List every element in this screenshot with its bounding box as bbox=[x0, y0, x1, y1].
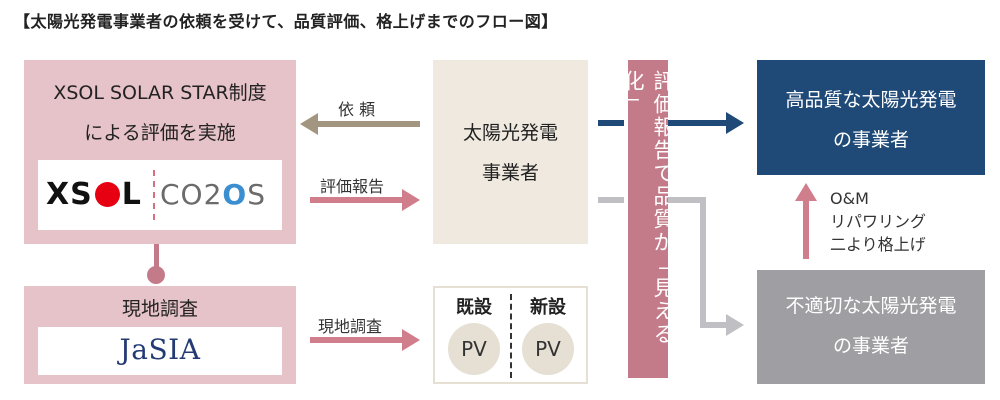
xsol-logo-sun-icon bbox=[94, 181, 120, 207]
low-quality-box bbox=[757, 270, 985, 384]
pv-existing-label: 既設 bbox=[456, 297, 492, 318]
connector-line bbox=[154, 244, 159, 274]
operator-line1: 太陽光発電 bbox=[462, 122, 558, 144]
upgrade-arrow bbox=[795, 183, 817, 259]
co2os-logo-text-a: CO2 bbox=[160, 177, 223, 211]
low-quality-arrow bbox=[700, 314, 744, 336]
low-quality-arrow-shaft bbox=[598, 197, 624, 203]
high-quality-box bbox=[757, 60, 985, 175]
co2os-logo: CO2 O S bbox=[160, 176, 266, 212]
xsol-evaluation-line2: による評価を実施 bbox=[84, 122, 236, 144]
low-quality-line2: の事業者 bbox=[832, 335, 909, 357]
pv-divider bbox=[510, 294, 512, 378]
survey-title: 現地調査 bbox=[121, 298, 198, 320]
high-quality-arrow bbox=[668, 112, 744, 134]
report-arrow bbox=[310, 189, 420, 211]
upgrade-line1: O&M bbox=[830, 189, 869, 208]
diagram-title: 【太陽光発電事業者の依頼を受けて、品質評価、格上げまでのフロー図】 bbox=[14, 12, 558, 31]
request-arrow bbox=[300, 113, 420, 135]
high-quality-line2: の事業者 bbox=[832, 129, 909, 151]
jasia-logo: JaSIA bbox=[119, 333, 201, 366]
connector-dot bbox=[147, 266, 165, 284]
operator-box bbox=[433, 60, 588, 244]
low-quality-arrow-shaft-h bbox=[668, 197, 706, 203]
high-quality-line1: 高品質な太陽光発電 bbox=[785, 89, 957, 111]
xsol-evaluation-line1: XSOL SOLAR STAR制度 bbox=[53, 82, 267, 104]
co2os-logo-text-b: O bbox=[222, 177, 248, 211]
logo-divider bbox=[153, 170, 155, 220]
pv-existing-circle: PV bbox=[448, 323, 500, 375]
high-quality-arrow-shaft bbox=[598, 120, 624, 126]
visualization-bar: 評価報告で品質が「見える化」 bbox=[621, 60, 675, 378]
jasia-panel bbox=[38, 327, 282, 375]
upgrade-line2: リパワリング bbox=[830, 212, 927, 231]
co2os-logo-text-c: S bbox=[247, 177, 266, 211]
survey-arrow bbox=[310, 329, 420, 351]
operator-line2: 事業者 bbox=[481, 162, 539, 184]
xsol-logo-text-b: L bbox=[121, 176, 142, 212]
low-quality-line1: 不適切な太陽光発電 bbox=[785, 295, 957, 317]
logo-panel bbox=[38, 160, 282, 230]
request-label: 依 頼 bbox=[338, 100, 376, 119]
pv-new-circle: PV bbox=[522, 323, 574, 375]
pv-new-label: 新設 bbox=[530, 297, 566, 318]
upgrade-line3: 二より格上げ bbox=[830, 235, 926, 254]
low-quality-arrow-shaft-v bbox=[700, 197, 706, 328]
survey-label: 現地調査 bbox=[318, 317, 383, 336]
xsol-logo-text-a: XS bbox=[46, 176, 93, 212]
report-label: 評価報告 bbox=[320, 177, 385, 196]
xsol-logo: XS L bbox=[46, 176, 142, 212]
